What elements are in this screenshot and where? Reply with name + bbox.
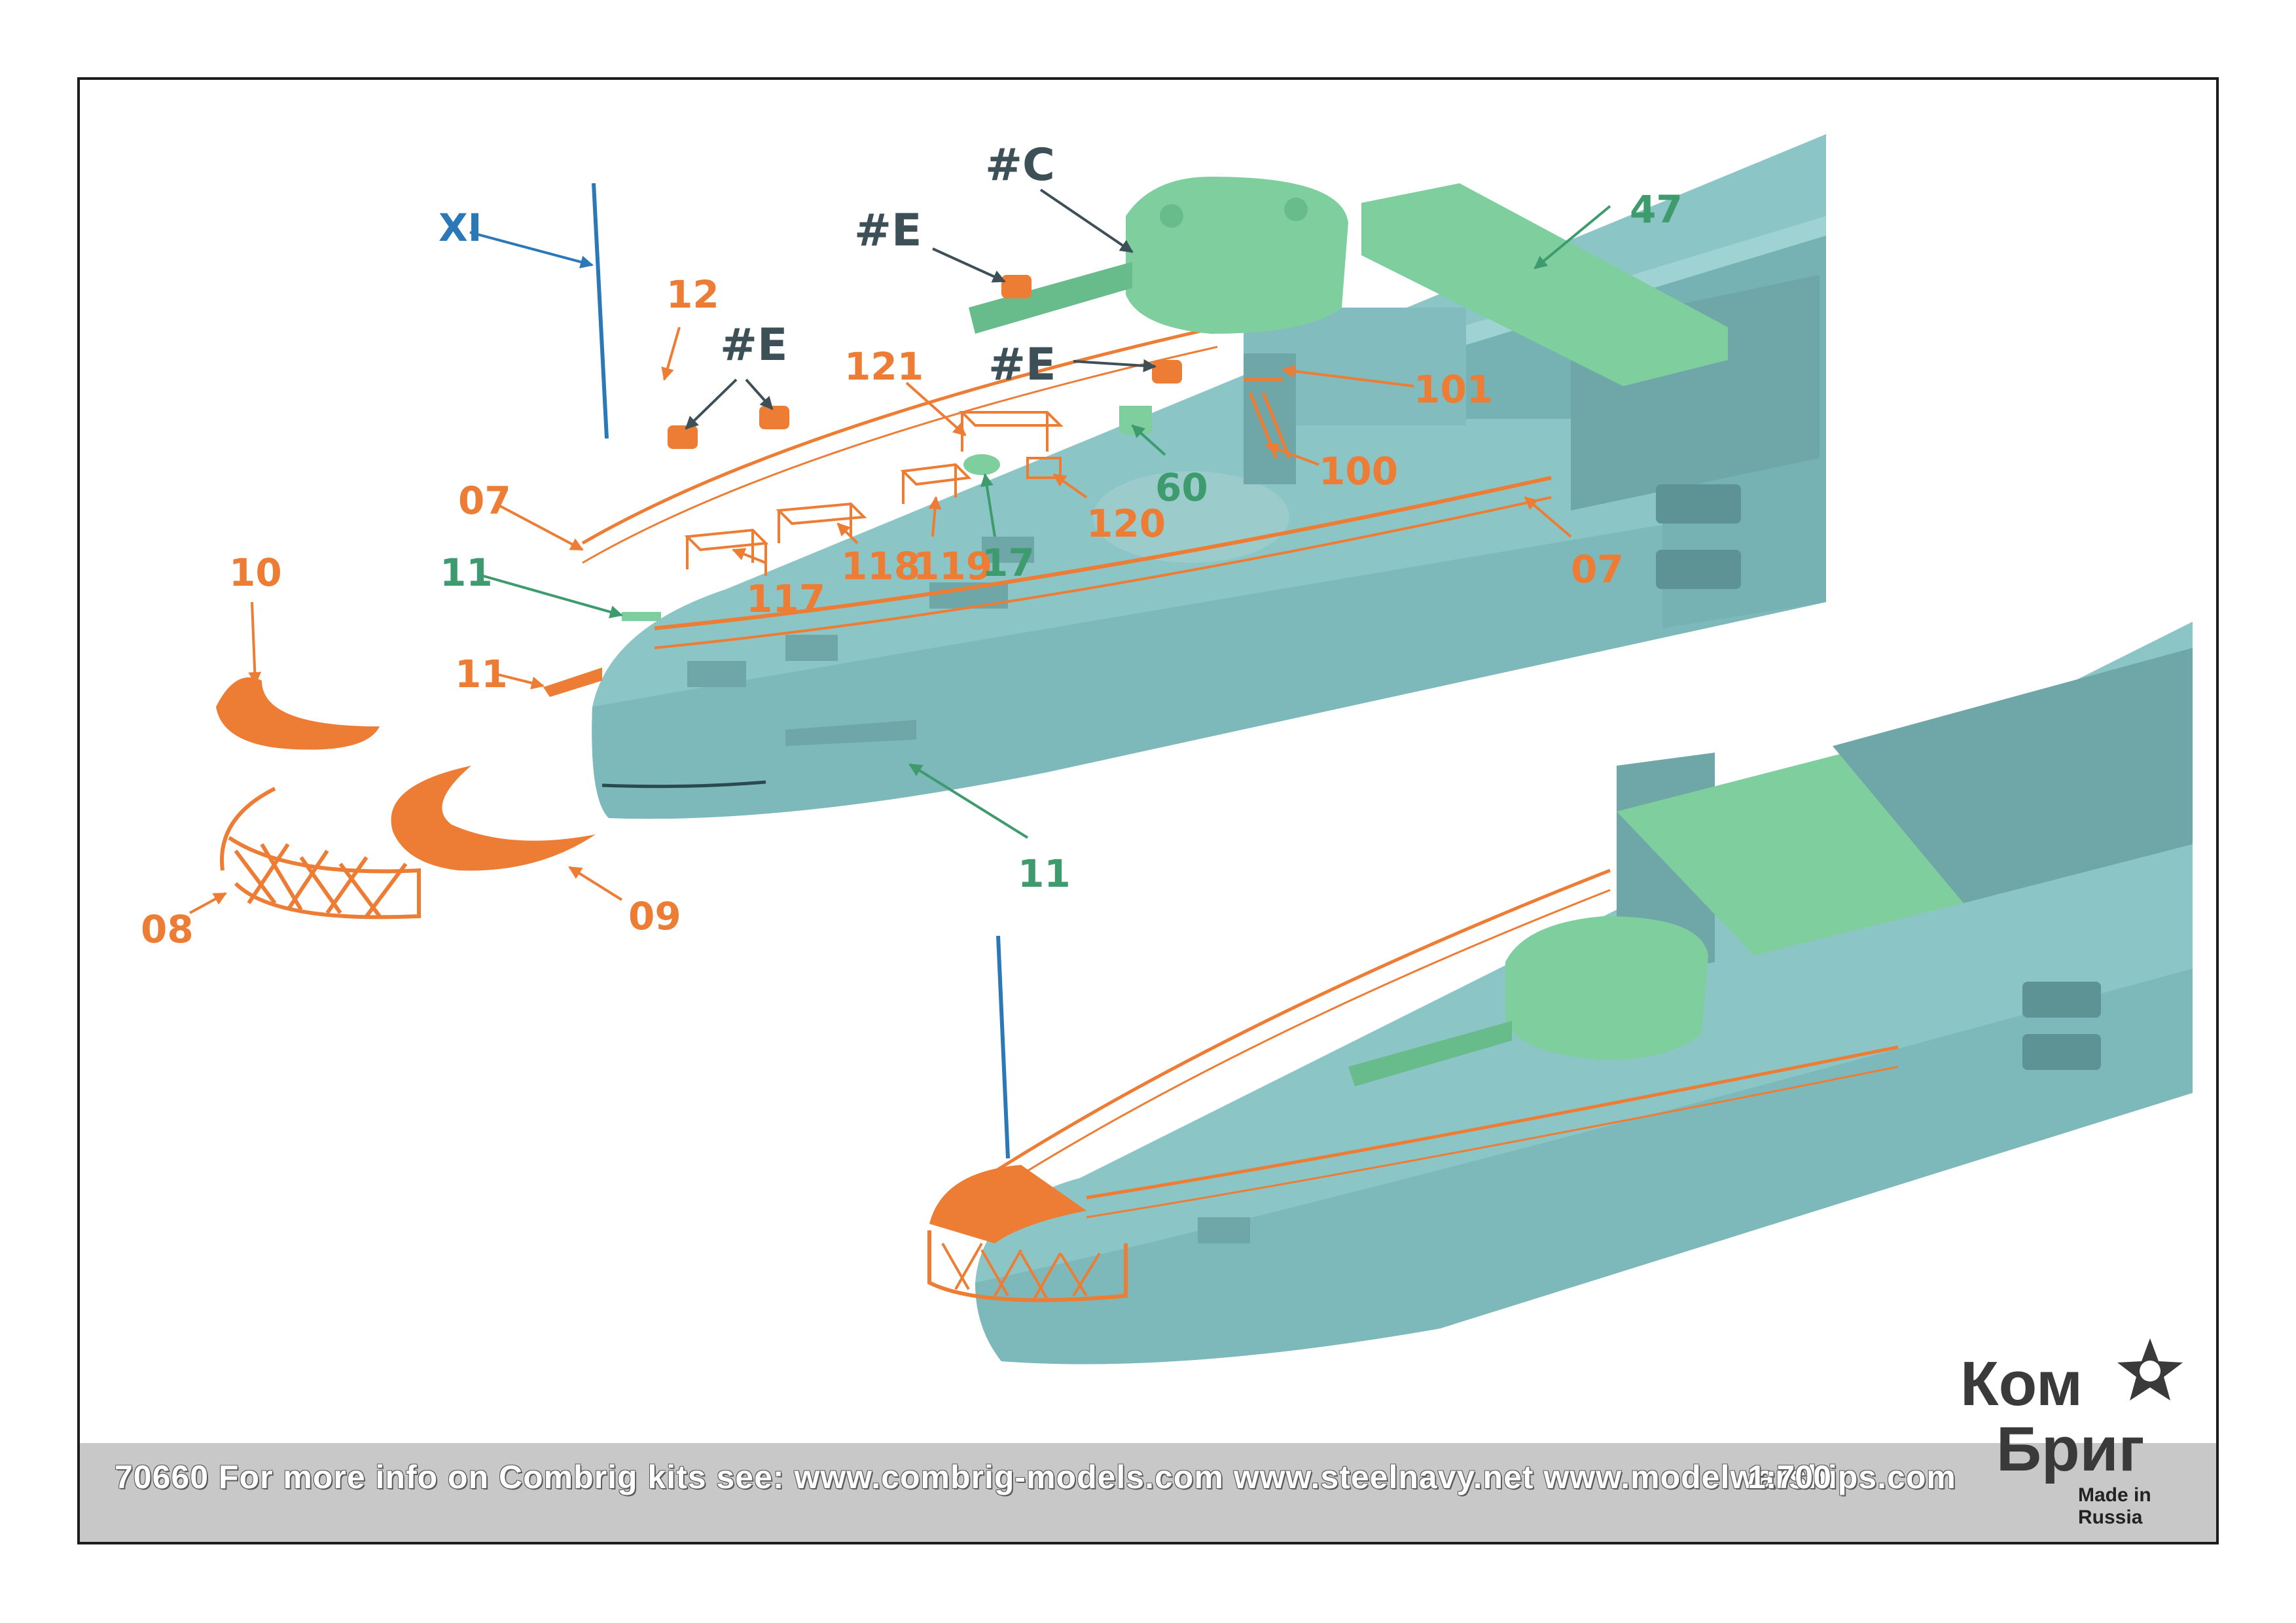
label-part-12: 12 xyxy=(666,272,719,317)
part-11-shape-green xyxy=(622,612,661,621)
label-part-08: 08 xyxy=(141,907,194,952)
footer-band xyxy=(80,1443,2216,1542)
part-08-shape xyxy=(220,787,421,919)
label-part-117: 117 xyxy=(746,577,825,621)
label-xi: XI xyxy=(439,205,482,250)
ship-bottom-turret xyxy=(1348,916,1708,1086)
logo-line2: Бриг xyxy=(1996,1414,2145,1484)
callout-arrows xyxy=(189,188,1611,914)
label-part-120: 120 xyxy=(1086,501,1166,546)
ship-bottom-railing xyxy=(994,868,1899,1219)
label-part-17: 17 xyxy=(982,541,1035,585)
footer-info-text: 70660 For more info on Combrig kits see:… xyxy=(115,1459,1956,1495)
deck-plate-part-47 xyxy=(1361,183,1728,386)
label-part-121: 121 xyxy=(844,344,924,389)
main-turret-part xyxy=(969,177,1348,334)
label-part-09: 09 xyxy=(628,894,681,938)
mast-part-xi xyxy=(592,183,609,439)
label-part-47: 47 xyxy=(1630,187,1683,232)
ship-top-railing xyxy=(581,325,1552,649)
brand-logo: Ком Бриг Made in Russia xyxy=(1950,1335,2212,1531)
label-part-07-right: 07 xyxy=(1571,547,1624,592)
part-60-shape xyxy=(1119,406,1152,436)
callout-labels: XI #C #E #E #E 12 121 47 101 100 60 07 0… xyxy=(141,139,1683,952)
label-part-60: 60 xyxy=(1155,465,1208,510)
label-part-11-green-bottom: 11 xyxy=(1018,851,1071,896)
label-part-101: 101 xyxy=(1414,367,1493,412)
label-part-10: 10 xyxy=(229,550,282,595)
fitting-parts-e xyxy=(668,275,1182,449)
label-part-118: 118 xyxy=(841,544,920,588)
part-09-shape xyxy=(391,766,596,871)
label-part-119: 119 xyxy=(913,544,992,588)
logo-line1: Ком xyxy=(1960,1349,2083,1419)
sheet-frame xyxy=(77,77,2219,1544)
part-10-shape xyxy=(216,677,380,750)
label-hash-e-left: #E xyxy=(720,319,787,371)
label-hash-e-top: #E xyxy=(854,205,922,257)
label-part-100: 100 xyxy=(1319,449,1398,493)
part-11-shape-orange xyxy=(543,668,602,697)
ship-bottom-mast xyxy=(996,935,1010,1159)
ship-bottom-bow-platform xyxy=(927,1165,1128,1302)
part-17-shape xyxy=(963,454,1000,475)
label-part-11-orange: 11 xyxy=(455,652,508,696)
label-part-11-green-top: 11 xyxy=(440,550,493,595)
label-hash-c: #C xyxy=(985,139,1055,191)
logo-tagline: Made in Russia xyxy=(2078,1484,2151,1528)
star-logo-icon xyxy=(2117,1338,2183,1400)
label-hash-e-mid: #E xyxy=(988,339,1056,391)
label-part-07-left: 07 xyxy=(458,478,511,523)
footer-scale-text: 1:700 xyxy=(1748,1459,1831,1495)
